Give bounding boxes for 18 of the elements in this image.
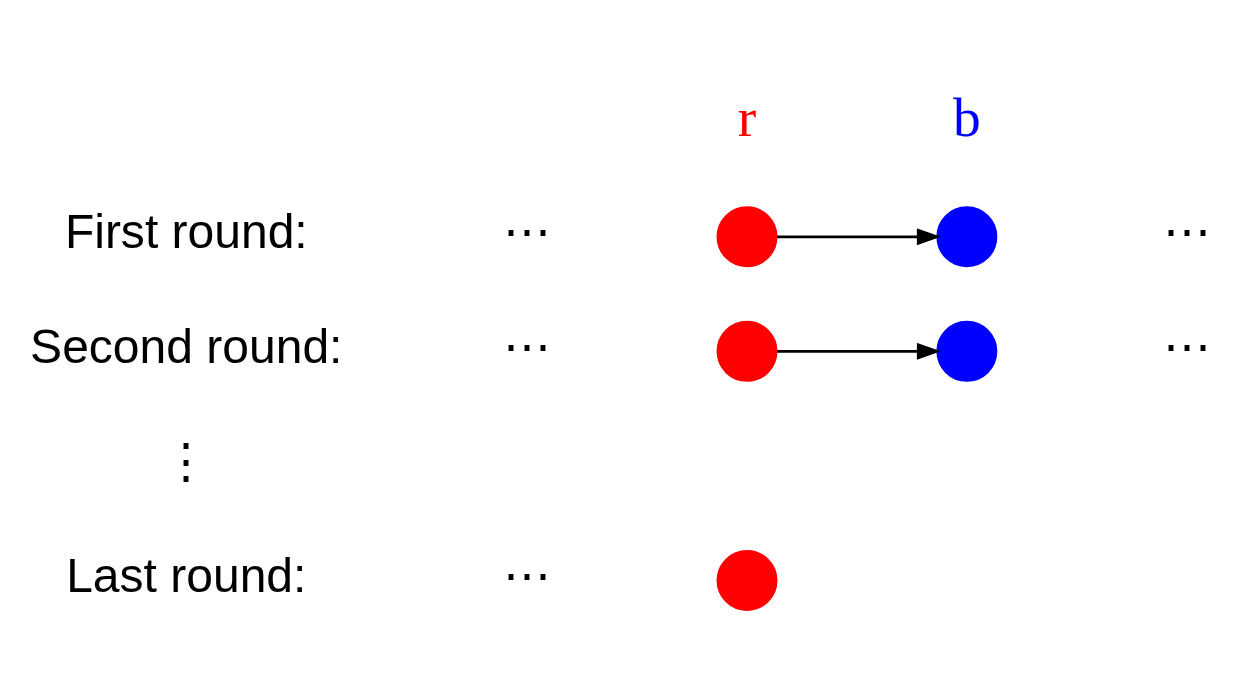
label: Second round: — [30, 319, 343, 373]
label: ⋯ — [503, 204, 552, 258]
arrow — [777, 227, 941, 245]
label: b — [953, 86, 981, 148]
node-circle — [716, 320, 778, 382]
node-circle — [936, 320, 998, 382]
label: ⋯ — [1162, 319, 1211, 373]
label: First round: — [64, 204, 308, 258]
node-circle — [716, 549, 778, 611]
node-circle — [716, 205, 778, 267]
label: ⋯ — [503, 319, 552, 373]
label: ⋯ — [503, 548, 552, 602]
node-circle — [936, 205, 998, 267]
label: r — [737, 86, 757, 148]
arrow — [777, 342, 941, 360]
label: ⋯ — [1162, 204, 1211, 258]
label: ⋮ — [162, 434, 211, 488]
label: Last round: — [66, 548, 307, 602]
